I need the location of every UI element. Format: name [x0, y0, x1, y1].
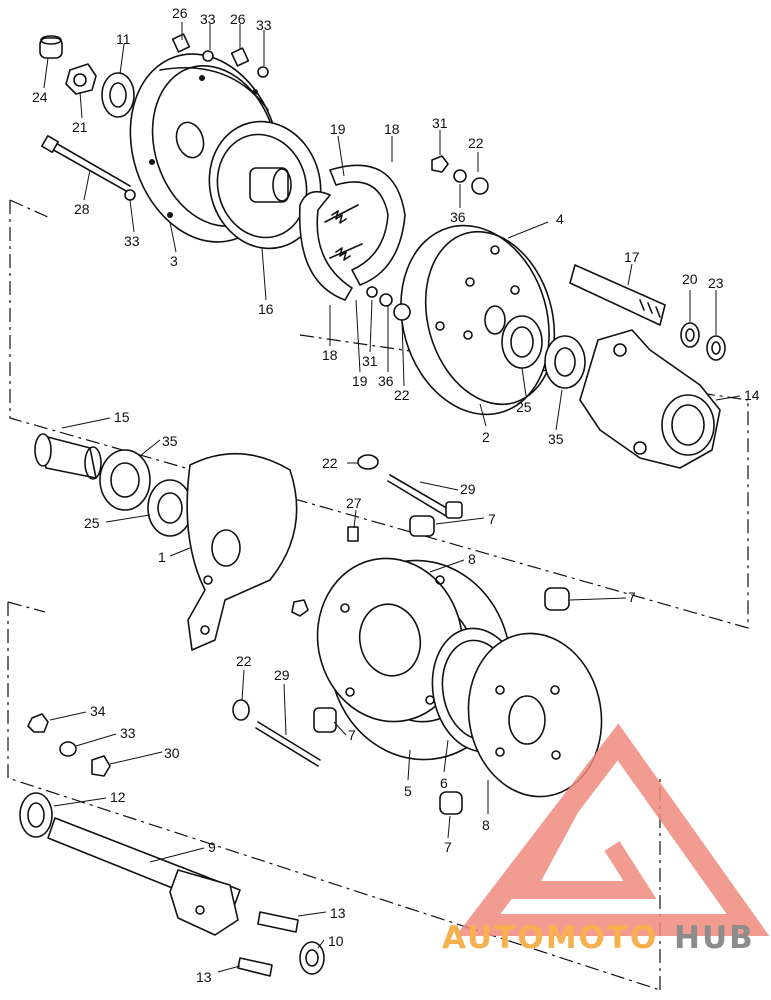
label-22-c: 22	[322, 455, 338, 471]
label-34: 34	[90, 703, 106, 719]
collar-part-10	[299, 941, 325, 975]
label-33-d: 33	[120, 725, 136, 741]
axle-part-9	[47, 817, 241, 936]
label-27: 27	[346, 495, 362, 511]
label-22-d: 22	[236, 653, 252, 669]
wordmark-automoto: AUTOMOTO	[442, 920, 658, 956]
sleeve-part-15	[34, 433, 102, 480]
label-15: 15	[114, 409, 130, 425]
hub-plate-part-16	[208, 120, 322, 250]
label-8-a: 8	[468, 551, 476, 567]
label-28: 28	[74, 201, 90, 217]
label-14: 14	[744, 387, 760, 403]
label-3: 3	[170, 253, 178, 269]
washers-part-20-23	[680, 322, 726, 361]
bolts-part-29-27-7	[232, 454, 570, 815]
label-2: 2	[482, 429, 490, 445]
label-7-c: 7	[348, 727, 356, 743]
label-26-a: 26	[172, 5, 188, 21]
bearing-part-25-top	[501, 315, 543, 369]
label-12: 12	[110, 789, 126, 805]
label-10: 10	[328, 933, 344, 949]
label-29-b: 29	[274, 667, 290, 683]
label-31-b: 31	[362, 353, 378, 369]
carrier-part-1	[186, 452, 298, 651]
label-36-b: 36	[378, 373, 394, 389]
small-bolts-part-26-33	[124, 33, 269, 201]
label-25-b: 25	[84, 515, 100, 531]
label-18-a: 18	[384, 121, 400, 137]
studs-part-13	[237, 911, 299, 977]
label-1: 1	[158, 549, 166, 565]
label-5: 5	[404, 783, 412, 799]
brake-shoes-part-18	[298, 164, 406, 301]
label-25-a: 25	[516, 399, 532, 415]
label-9: 9	[208, 839, 216, 855]
label-24: 24	[32, 89, 48, 105]
label-22-a: 22	[468, 135, 484, 151]
label-13-a: 13	[330, 905, 346, 921]
label-17: 17	[624, 249, 640, 265]
automotohub-watermark-logo	[455, 723, 770, 936]
label-35-a: 35	[548, 431, 564, 447]
bearing-part-25-mid	[147, 479, 193, 537]
part-callout-labels: 26 33 26 33 11 24 21 28 33 3 16 19 18 31…	[32, 5, 760, 985]
label-30: 30	[164, 745, 180, 761]
label-31-a: 31	[432, 115, 448, 131]
cap-part-24	[39, 35, 63, 59]
bearing-part-35-top	[544, 335, 586, 389]
label-29-a: 29	[460, 481, 476, 497]
small-parts-part-31-36-22	[366, 155, 489, 321]
label-33-a: 33	[200, 11, 216, 27]
label-7-d: 7	[444, 839, 452, 855]
leader-lines	[43, 22, 741, 973]
label-13-b: 13	[196, 969, 212, 985]
plate-part-8-lower	[467, 632, 603, 798]
label-18-b: 18	[322, 347, 338, 363]
wordmark-hub: HUB	[674, 920, 755, 956]
shaft-part-17	[569, 264, 666, 326]
nuts-part-34-33-30	[27, 713, 111, 777]
label-23: 23	[708, 275, 724, 291]
nut-part-21	[65, 63, 97, 95]
housing-part-14	[579, 329, 721, 469]
label-33-b: 33	[256, 17, 272, 33]
label-36-a: 36	[450, 209, 466, 225]
label-33-c: 33	[124, 233, 140, 249]
label-26-b: 26	[230, 11, 246, 27]
label-7-b: 7	[628, 589, 636, 605]
label-4: 4	[556, 211, 564, 227]
label-35-b: 35	[162, 433, 178, 449]
bearing-part-35-mid	[99, 449, 151, 511]
label-22-b: 22	[394, 387, 410, 403]
label-19-b: 19	[352, 373, 368, 389]
automotohub-wordmark: AUTOMOTO HUB	[442, 920, 755, 956]
label-11: 11	[116, 31, 131, 47]
label-8-b: 8	[482, 817, 490, 833]
bolt-part-28	[41, 135, 131, 193]
label-7-a: 7	[488, 511, 496, 527]
label-20: 20	[682, 271, 698, 287]
label-6: 6	[440, 775, 448, 791]
label-21: 21	[72, 119, 88, 135]
bearing-part-11	[101, 72, 135, 118]
backing-plate-part-4	[400, 224, 556, 416]
label-19-a: 19	[330, 121, 346, 137]
label-16: 16	[258, 301, 274, 317]
seal-part-12	[19, 792, 53, 838]
